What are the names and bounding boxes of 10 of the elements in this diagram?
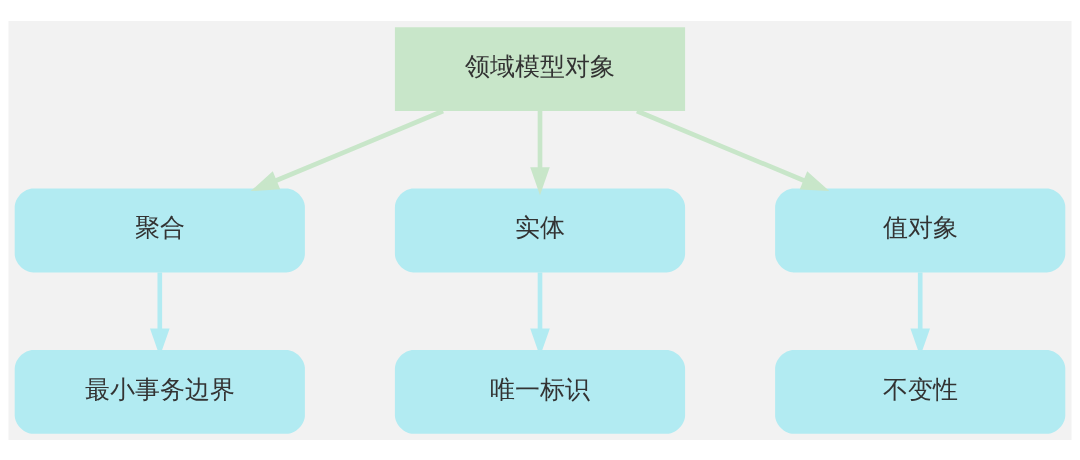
node-box: 唯一标识 (394, 349, 686, 434)
node-box: 最小事务边界 (14, 349, 305, 434)
arrow (530, 110, 550, 195)
node-box: 实体 (394, 188, 686, 272)
node-box: 聚合 (14, 188, 305, 272)
node-box: 领域模型对象 (394, 26, 686, 111)
arrow (250, 108, 444, 191)
arrow (636, 108, 830, 191)
node-box: 不变性 (775, 349, 1066, 434)
node-box: 值对象 (775, 188, 1066, 272)
